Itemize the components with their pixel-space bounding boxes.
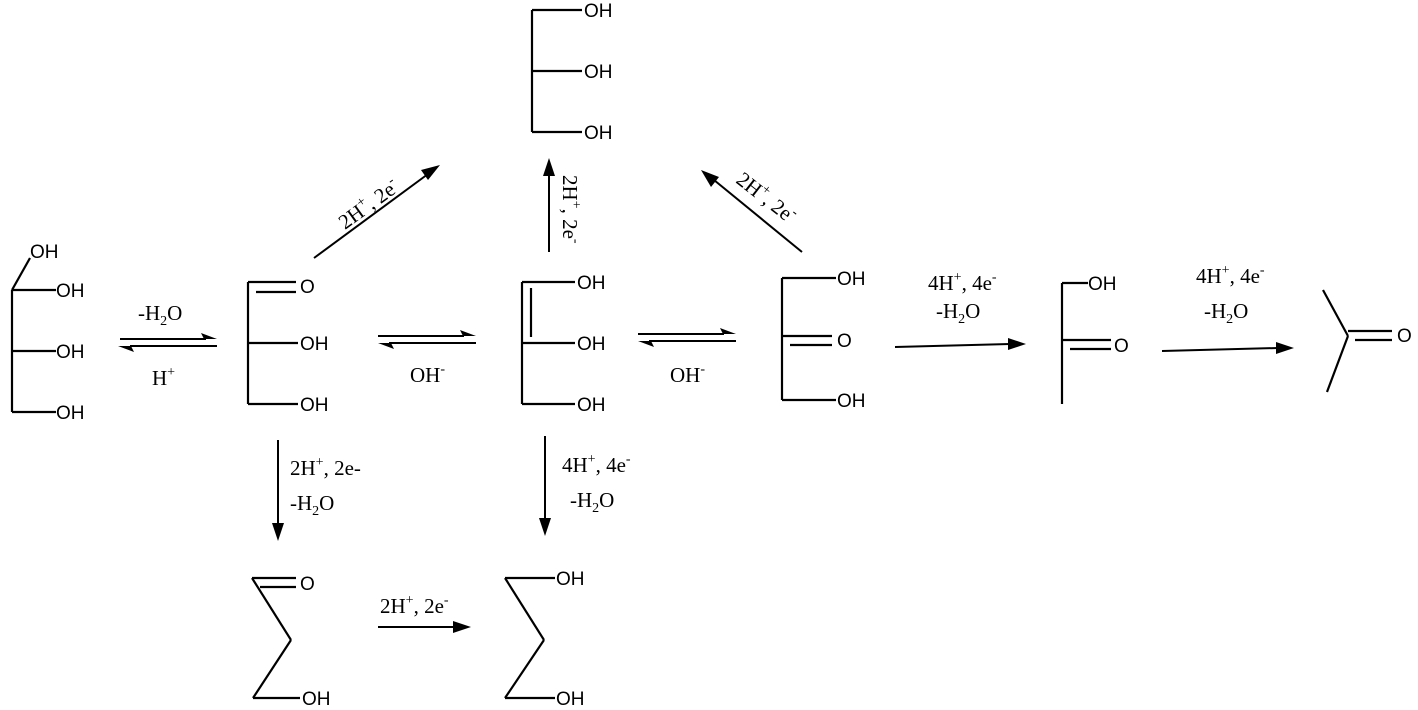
equilibrium-arrow-3 [638,328,736,347]
atom-oh-2: OH [584,62,613,83]
arrow-d-to-glycerol [701,170,803,253]
molecule-gem-diol: OH OH OH OH [10,242,85,424]
atom-o: O [837,331,852,352]
arrow-b-to-glycerol [313,165,440,259]
molecule-hydroxypropanal: O OH [251,574,331,710]
arrow-h-to-i [378,621,471,633]
cond-2h-2e-3: 2H+, 2e- [732,166,802,228]
atom-oh-2: OH [300,395,329,416]
atom-oh-2: OH [837,391,866,412]
cond-4h-4e-1: 4H+, 4e- [928,270,997,295]
atom-oh: OH [1088,274,1117,295]
cond-base-2: OH- [670,362,705,387]
cond-2h-2e-1: 2H+, 2e- [333,173,403,234]
atom-oh-1: OH [56,281,85,302]
equilibrium-arrow-2 [378,330,476,349]
cond-dehydration: -H2O [138,301,182,329]
atom-oh-2: OH [577,334,606,355]
arrow-c-to-propanediol [539,436,551,536]
arrow-b-to-hydroxypropanal [272,440,284,541]
cond-base-1: OH- [410,362,445,387]
arrow-e-to-f [1161,342,1294,354]
atom-o: O [1397,326,1412,347]
atom-oh-1: OH [300,334,329,355]
molecule-acetone: O [1322,289,1412,393]
molecule-glycerol: OH OH OH [530,1,613,144]
cond-2h-2e-bottom: 2H+, 2e- [380,593,449,618]
cond-h2o-1: -H2O [936,299,980,327]
atom-oh-1: OH [837,269,866,290]
arrow-c-to-glycerol [543,158,555,252]
molecule-glyceraldehyde: O OH OH [246,277,329,416]
atom-oh-2: OH [56,342,85,363]
molecule-propanediol: OH OH [504,569,585,710]
atom-oh-3: OH [56,403,85,424]
atom-o: O [1114,336,1129,357]
atom-oh-3: OH [584,123,613,144]
equilibrium-arrow-1 [118,333,217,352]
atom-o: O [300,277,315,298]
cond-4h-4e-2: 4H+, 4e- [1196,263,1265,288]
cond-acid: H+ [152,365,175,390]
cond-h2o-down-2: -H2O [570,488,614,516]
cond-h2o-down-1: -H2O [290,491,334,519]
arrow-d-to-e [894,338,1026,350]
molecule-enediol: OH OH OH [520,273,606,416]
atom-oh: OH [302,689,331,710]
atom-oh-1: OH [577,273,606,294]
cond-2h-2e-down: 2H+, 2e- [290,455,361,480]
atom-oh-3: OH [577,395,606,416]
atom-oh-1: OH [584,1,613,22]
molecule-dihydroxyacetone: OH O OH [780,269,866,412]
atom-oh-top: OH [30,242,59,263]
atom-o: O [300,574,315,595]
molecule-hydroxyacetone: OH O [1060,274,1129,404]
cond-4h-4e-down: 4H+, 4e- [562,452,631,477]
atom-oh-1: OH [556,569,585,590]
cond-2h-2e-2: 2H+, 2e- [558,175,583,244]
atom-oh-2: OH [556,689,585,710]
cond-h2o-2: -H2O [1204,299,1248,327]
